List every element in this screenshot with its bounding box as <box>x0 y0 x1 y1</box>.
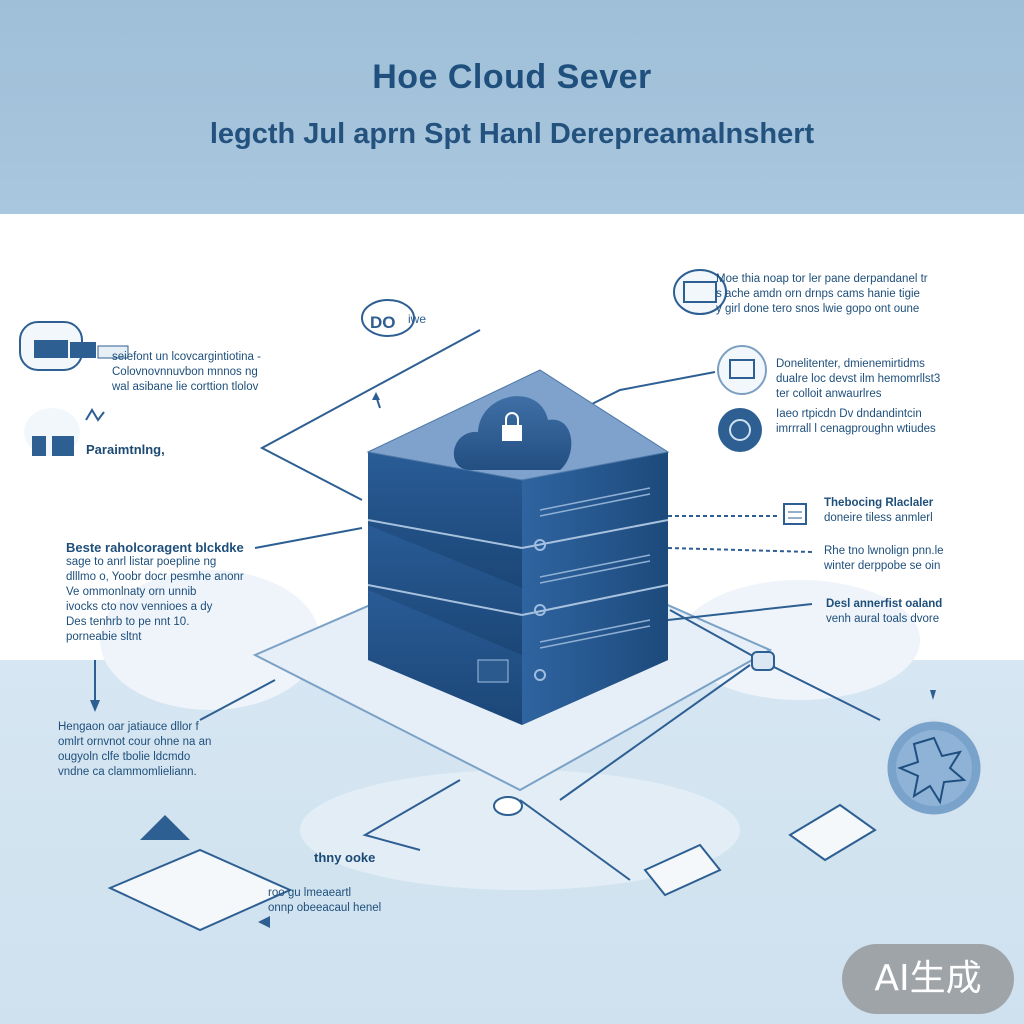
annotation-bottom-2: roo gu lmeaeartl onnp obeeacaul henel <box>268 887 382 914</box>
annotation-bottom-1: thny ooke <box>314 850 376 865</box>
arrow-markers <box>90 392 936 928</box>
page-subtitle: legcth Jul aprn Spt Hanl Derepreamalnshe… <box>209 118 815 150</box>
gear-circle-icon <box>884 718 984 818</box>
annotation-left-1: seiefont un lcovcargintiotina - Colovnov… <box>112 351 261 393</box>
document-icon <box>783 503 807 525</box>
device-icon <box>643 803 877 897</box>
monitor-icon <box>673 269 727 315</box>
header-banner: Hoe Cloud Sever legcth Jul aprn Spt Hanl… <box>0 0 1024 214</box>
do-cloud-logo: DO iwe <box>361 299 426 337</box>
network-icon <box>718 408 762 452</box>
page-title: Hoe Cloud Sever <box>372 58 652 96</box>
server-rack-icon <box>19 321 129 371</box>
ai-generated-badge: AI生成 <box>842 944 1014 1014</box>
do-logo-text-2: iwe <box>408 312 426 326</box>
annotation-top-right: Moe thia noap tor ler pane derpandanel t… <box>716 273 928 315</box>
annotation-right-2: Iaeo rtpicdn Dv dndandintcin imrrrall l … <box>776 408 936 435</box>
database-icon <box>717 345 767 395</box>
background-clouds <box>100 570 920 890</box>
annotation-left-2: Paraimtnlng, <box>86 442 165 457</box>
do-logo-text: DO <box>370 313 396 332</box>
annotation-right-3: Thebocing Rlaclaler doneire tiless anmle… <box>824 497 934 524</box>
laptop-icon <box>107 815 293 932</box>
annotation-right-4: Rhe tno lwnolign pnn.le winter derppobe … <box>824 545 944 572</box>
cloud-lock-icon <box>453 396 572 470</box>
annotation-left-4: Hengaon oar jatiauce dllor f omlrt ornvn… <box>58 721 212 778</box>
annotation-left-3: Beste raholcoragent blckdke sage to anrl… <box>66 540 244 643</box>
annotation-right-1: Donelitenter, dmienemirtidms dualre loc … <box>776 358 941 400</box>
small-cylinder-icon <box>493 651 775 816</box>
annotation-right-5: Desl annerfist oaland venh aural toals d… <box>826 598 943 625</box>
chart-icon <box>24 408 105 456</box>
